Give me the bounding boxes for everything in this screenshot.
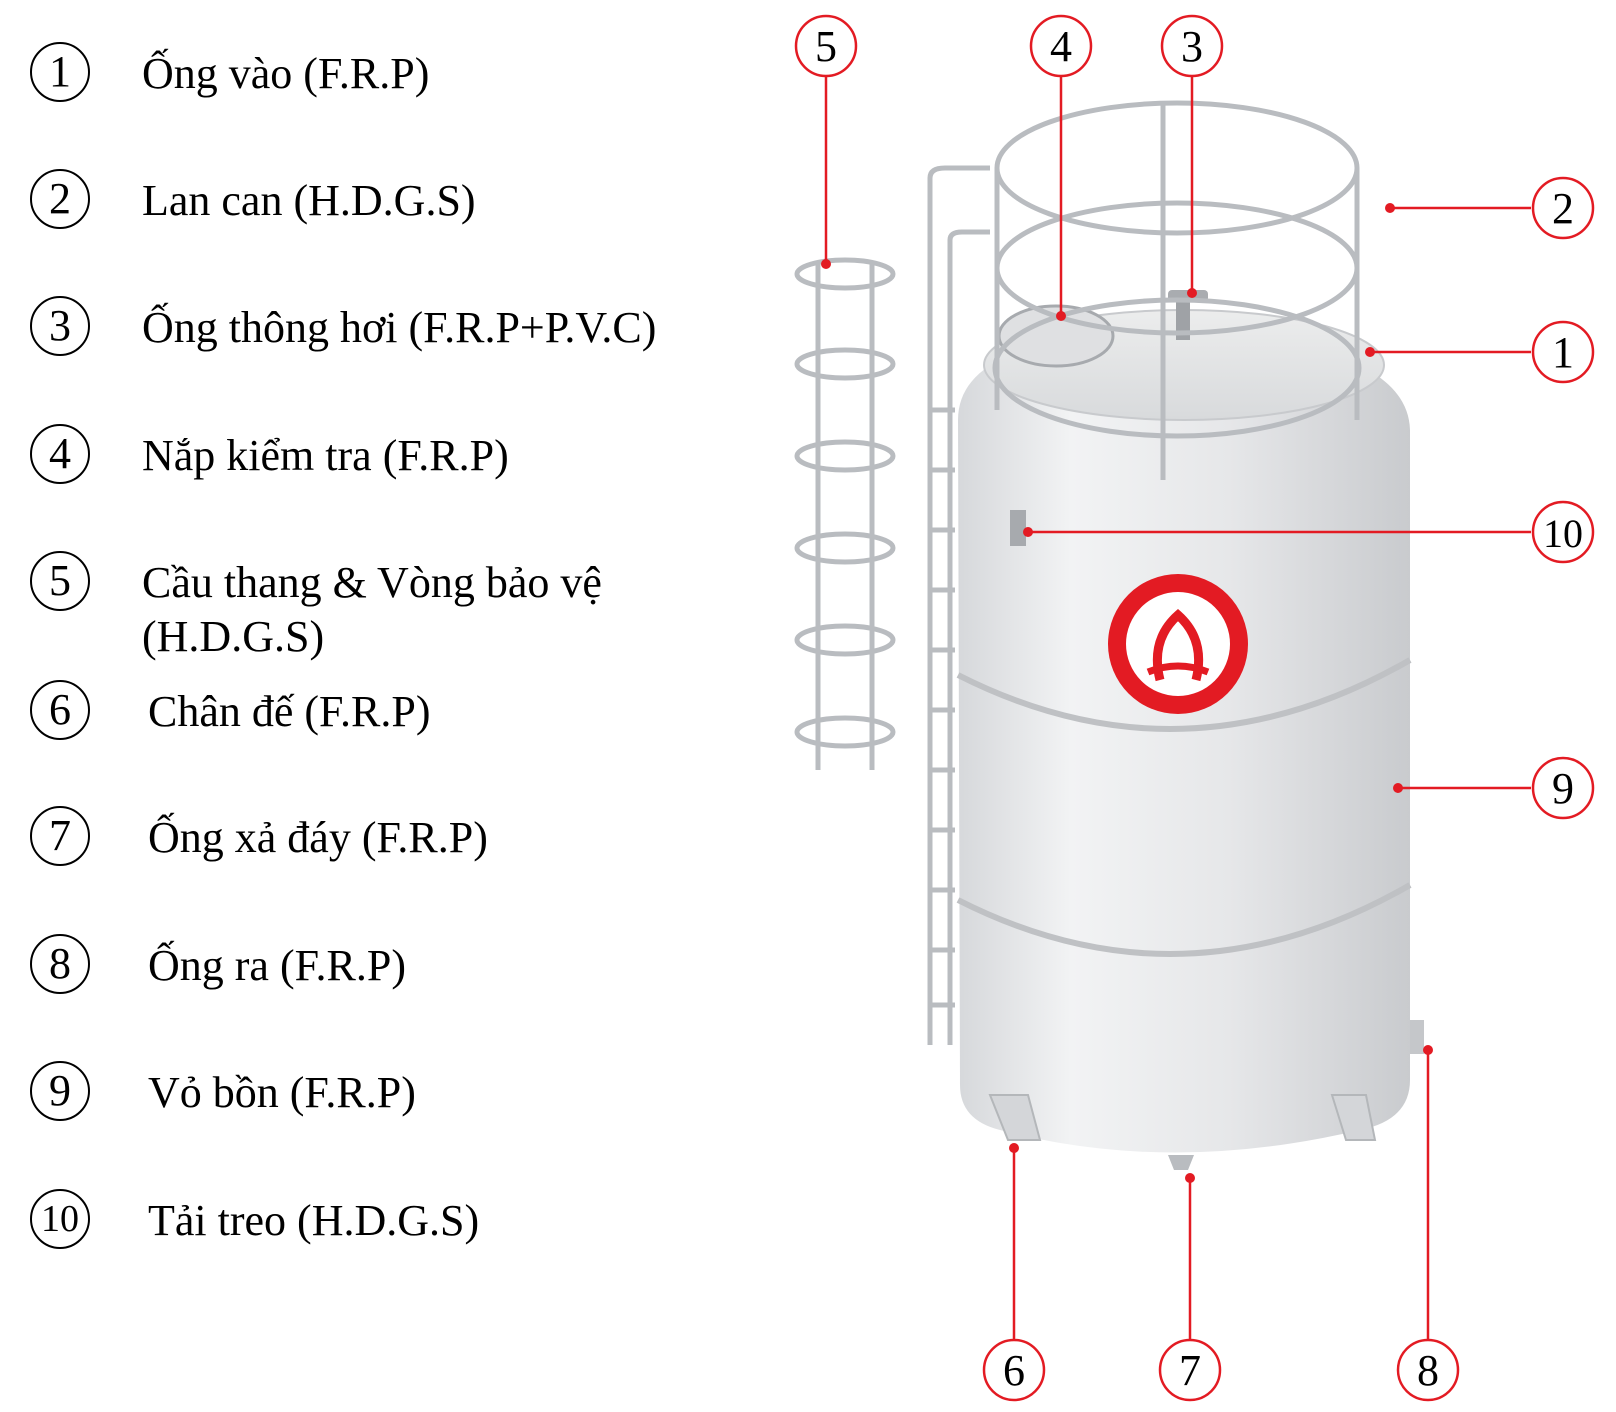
callout-5: 5	[794, 14, 858, 78]
callout-label: 3	[1181, 22, 1203, 71]
legend-label: Ống ra (F.R.P)	[148, 941, 407, 990]
legend-label: Ống xả đáy (F.R.P)	[148, 813, 488, 862]
legend-label: Nắp kiểm tra (F.R.P)	[142, 431, 509, 480]
legend-item-1: 1 Ống vào (F.R.P)	[30, 42, 429, 108]
legend-label: Chân đế (F.R.P)	[148, 687, 431, 736]
gear-ribbon-logo	[1108, 574, 1248, 714]
callout-label: 4	[1050, 22, 1072, 71]
legend-number: 5	[30, 551, 90, 611]
legend-label: Lan can (H.D.G.S)	[142, 176, 476, 225]
callout-label: 6	[1003, 1346, 1025, 1395]
legend-label: Ống vào (F.R.P)	[142, 49, 430, 98]
legend-number: 6	[30, 680, 90, 740]
legend-number: 3	[30, 296, 90, 356]
legend-item-10: 10 Tải treo (H.D.G.S)	[30, 1189, 479, 1255]
legend-item-7: 7 Ống xả đáy (F.R.P)	[30, 806, 488, 872]
callout-3: 3	[1160, 14, 1224, 78]
leader-lines	[821, 76, 1531, 1340]
callout-label: 10	[1543, 511, 1583, 556]
legend-item-5: 5 Cầu thang & Vòng bảo vệ (H.D.G.S)	[30, 551, 602, 661]
railing	[992, 100, 1362, 480]
legend-number: 2	[30, 169, 90, 229]
callout-label: 7	[1179, 1346, 1201, 1395]
callout-6: 6	[982, 1338, 1046, 1402]
callout-2: 2	[1531, 176, 1595, 240]
callout-8: 8	[1396, 1338, 1460, 1402]
legend-label: Tải treo (H.D.G.S)	[148, 1196, 480, 1245]
legend-number: 4	[30, 424, 90, 484]
legend-item-4: 4 Nắp kiểm tra (F.R.P)	[30, 424, 509, 490]
callout-10: 10	[1531, 500, 1595, 564]
callout-9: 9	[1531, 756, 1595, 820]
legend-number: 8	[30, 934, 90, 994]
tank-body	[956, 290, 1424, 1170]
legend-number: 7	[30, 806, 90, 866]
legend-label: Ống thông hơi (F.R.P+P.V.C)	[142, 303, 657, 352]
legend-number: 10	[30, 1189, 90, 1249]
legend-label: Cầu thang & Vòng bảo vệ	[142, 558, 602, 607]
legend-item-6: 6 Chân đế (F.R.P)	[30, 680, 430, 746]
legend-label-line2: (H.D.G.S)	[142, 612, 325, 661]
legend-number: 9	[30, 1061, 90, 1121]
legend-number: 1	[30, 42, 90, 102]
callout-label: 8	[1417, 1346, 1439, 1395]
legend-item-9: 9 Vỏ bồn (F.R.P)	[30, 1061, 416, 1127]
ladder-cage	[794, 165, 990, 1045]
legend-label: Vỏ bồn (F.R.P)	[148, 1068, 416, 1117]
legend-item-8: 8 Ống ra (F.R.P)	[30, 934, 406, 1000]
callout-label: 2	[1552, 184, 1574, 233]
callout-7: 7	[1158, 1338, 1222, 1402]
callout-label: 5	[815, 22, 837, 71]
callout-label: 9	[1552, 764, 1574, 813]
callout-1: 1	[1531, 320, 1595, 384]
legend-item-3: 3 Ống thông hơi (F.R.P+P.V.C)	[30, 296, 656, 362]
callout-4: 4	[1029, 14, 1093, 78]
legend-item-2: 2 Lan can (H.D.G.S)	[30, 169, 476, 235]
callout-label: 1	[1552, 328, 1574, 377]
